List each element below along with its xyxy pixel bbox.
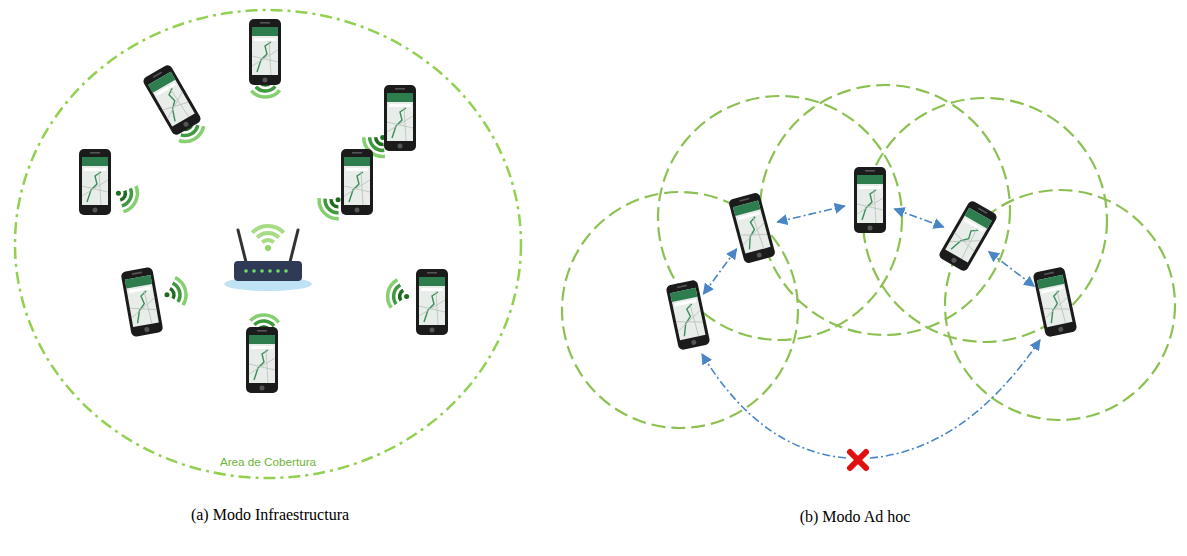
phone-icon: [728, 192, 776, 264]
adhoc-link: [777, 206, 844, 222]
broken-link: [870, 340, 1040, 458]
adhoc-link: [894, 209, 943, 227]
adhoc-link: [703, 249, 736, 294]
phone-icon: [384, 85, 416, 151]
adhoc-link: [989, 252, 1035, 287]
broken-link: [702, 354, 846, 458]
coverage-ellipse: [15, 10, 521, 478]
phones: [79, 19, 1078, 393]
phone-icon: [665, 279, 710, 350]
phone-icon: [142, 63, 203, 136]
phone-icon: [1032, 266, 1077, 337]
range-circles: [562, 85, 1175, 428]
phone-icon: [79, 149, 111, 215]
phone-icon: [938, 199, 999, 272]
phone-icon: [121, 267, 164, 338]
cross-stroke: [850, 452, 866, 468]
range-circle: [945, 190, 1175, 420]
caption: (b) Modo Ad hoc: [655, 508, 1055, 526]
area-label: Area de Cobertura: [15, 455, 521, 468]
phone-icon: [249, 19, 281, 85]
phone-icon: [341, 149, 373, 215]
range-circle: [863, 98, 1107, 342]
phone-icon: [416, 269, 448, 335]
wifi-signals: [116, 75, 409, 336]
coverage-outline: [15, 10, 521, 478]
range-circle: [760, 85, 1010, 335]
signal-arcs: [319, 197, 341, 218]
signal-arcs: [116, 186, 137, 212]
phone-icon: [246, 327, 278, 393]
coverage-area: Area de Cobertura: [15, 10, 521, 478]
range-circle: [658, 96, 902, 340]
caption: (a) Modo Infraestructura: [70, 506, 470, 524]
router-icon: [224, 226, 312, 291]
signal-arcs: [164, 278, 186, 305]
broken-link-cross: [850, 452, 866, 468]
range-circle: [562, 192, 798, 428]
cross-stroke: [850, 452, 866, 468]
signal-arcs: [388, 280, 410, 308]
phone-icon: [854, 167, 886, 233]
